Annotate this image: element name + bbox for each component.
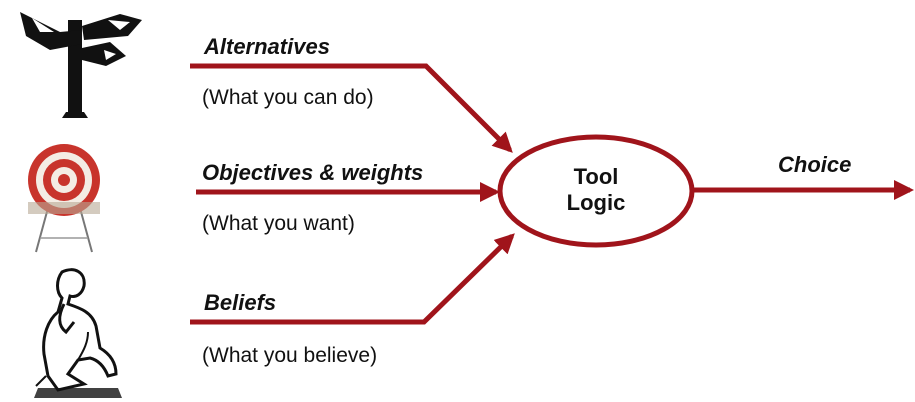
- signpost-icon: [20, 12, 142, 118]
- beliefs-arrow: [190, 233, 515, 325]
- tool-logic-line-2: Logic: [566, 190, 626, 215]
- tool-logic-line-1: Tool: [573, 164, 619, 189]
- alternatives-arrow: [190, 63, 513, 153]
- choice-label: Choice: [778, 152, 852, 177]
- beliefs-caption: (What you believe): [202, 344, 378, 367]
- beliefs-heading: Beliefs: [204, 290, 277, 315]
- alternatives-caption: (What you can do): [202, 86, 374, 109]
- target-icon: [28, 144, 100, 253]
- tool-logic-node: [497, 134, 695, 248]
- thinker-statue-icon: [34, 268, 122, 398]
- objectives-heading: Objectives & weights: [202, 160, 424, 185]
- alternatives-heading: Alternatives: [204, 34, 330, 59]
- tool-logic-label: Tool Logic: [536, 164, 656, 216]
- objectives-caption: (What you want): [202, 212, 355, 235]
